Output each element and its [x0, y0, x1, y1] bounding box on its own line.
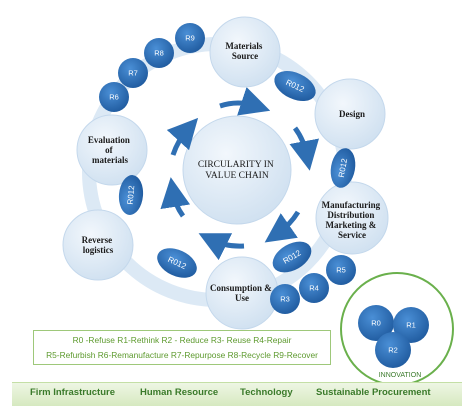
svg-text:Consumption & Use: Consumption & Use — [210, 283, 274, 303]
footer-item-human-resource: Human Resource — [140, 387, 219, 398]
svg-text:R7: R7 — [128, 69, 138, 78]
innovation-label: INNOVATION — [379, 372, 422, 379]
svg-text:R0: R0 — [371, 319, 381, 328]
stage-materials-source: Materials Source — [209, 16, 281, 88]
r012-reverse-link: R012 — [157, 248, 197, 278]
arrow-left-top — [166, 117, 199, 156]
badge-r4: R4 — [299, 273, 329, 303]
stage-consumption: Consumption & Use — [205, 256, 279, 330]
badge-r8: R8 — [144, 38, 174, 68]
r012-consumption-link: R012 — [272, 241, 312, 273]
legend-line-2: R5-Refurbish R6-Remanufacture R7-Repurpo… — [46, 350, 318, 360]
stage-evaluation: Evaluation of materials — [76, 114, 148, 186]
svg-text:R5: R5 — [336, 266, 346, 275]
svg-text:Materials Source: Materials Source — [225, 41, 264, 61]
badge-r6: R6 — [99, 82, 129, 112]
svg-text:R9: R9 — [185, 34, 195, 43]
svg-text:Reverse logistics: Reverse logistics — [82, 235, 115, 255]
innovation-r1 — [393, 307, 429, 343]
legend-line-1: R0 -Refuse R1-Rethink R2 - Reduce R3- Re… — [72, 335, 292, 345]
svg-text:Manufacturing Distributi: Manufacturing Distribution Marketing & S… — [322, 200, 383, 240]
footer-item-firm-infrastructure: Firm Infrastructure — [30, 387, 115, 398]
footer-item-technology: Technology — [240, 387, 293, 398]
badge-r3: R3 — [270, 284, 300, 314]
svg-text:R4: R4 — [309, 284, 319, 293]
center-label-line2: VALUE CHAIN — [205, 171, 269, 181]
svg-text:Evaluation of mate: Evaluation of materials — [88, 135, 132, 165]
arrow-bottom — [198, 233, 245, 261]
r012-evaluation-link: R012 — [118, 175, 144, 215]
arrow-top — [219, 87, 271, 116]
r012-design-link: R012 — [274, 70, 316, 102]
arrow-right-bottom — [264, 210, 301, 243]
arrow-right-top — [289, 126, 319, 171]
svg-text:R012: R012 — [337, 157, 349, 178]
footer-item-sustainable-procurement: Sustainable Procurement — [316, 387, 431, 398]
svg-text:R1: R1 — [406, 321, 416, 330]
badge-r7: R7 — [118, 58, 148, 88]
stage-manufacturing: Manufacturing Distribution Marketing & S… — [315, 181, 389, 255]
footer-bar: Firm Infrastructure Human Resource Techn… — [12, 382, 462, 406]
innovation-cluster: R0 R1 R2 INNOVATION — [340, 272, 454, 386]
cycle-arrows — [160, 87, 319, 261]
center-label: CIRCULARITY IN VALUE CHAIN — [198, 160, 276, 181]
svg-text:Design: Design — [339, 109, 365, 119]
svg-text:R8: R8 — [154, 49, 164, 58]
svg-text:R3: R3 — [280, 295, 290, 304]
badge-r5: R5 — [326, 255, 356, 285]
arrow-left-bottom — [160, 177, 191, 218]
innovation-r2 — [375, 332, 411, 368]
center-label-line1: CIRCULARITY IN — [198, 160, 274, 170]
stage-design: Design — [314, 78, 386, 150]
innovation-r0 — [358, 305, 394, 341]
legend-box: R0 -Refuse R1-Rethink R2 - Reduce R3- Re… — [33, 330, 331, 365]
svg-text:R2: R2 — [388, 346, 398, 355]
badge-r9: R9 — [175, 23, 205, 53]
center-circle — [182, 115, 292, 225]
r012-manufacturing-link: R012 — [330, 148, 356, 188]
svg-text:R6: R6 — [109, 93, 119, 102]
svg-text:R012: R012 — [126, 185, 137, 205]
stage-reverse-logistics: Reverse logistics — [62, 209, 134, 281]
